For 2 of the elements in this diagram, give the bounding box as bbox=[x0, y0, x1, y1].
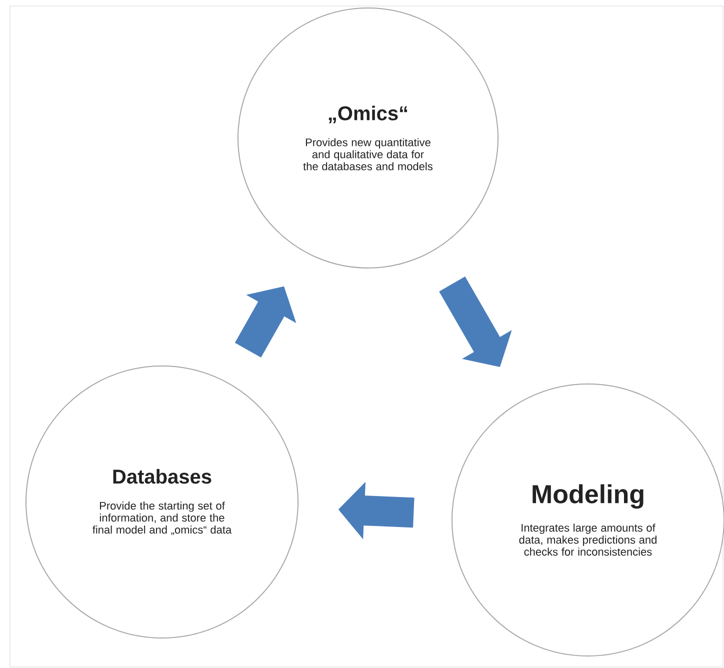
node-label: Integrates large amounts of data, makes predictions and checks for inconsistencies bbox=[519, 524, 656, 556]
node-label: Modeling bbox=[532, 484, 644, 509]
